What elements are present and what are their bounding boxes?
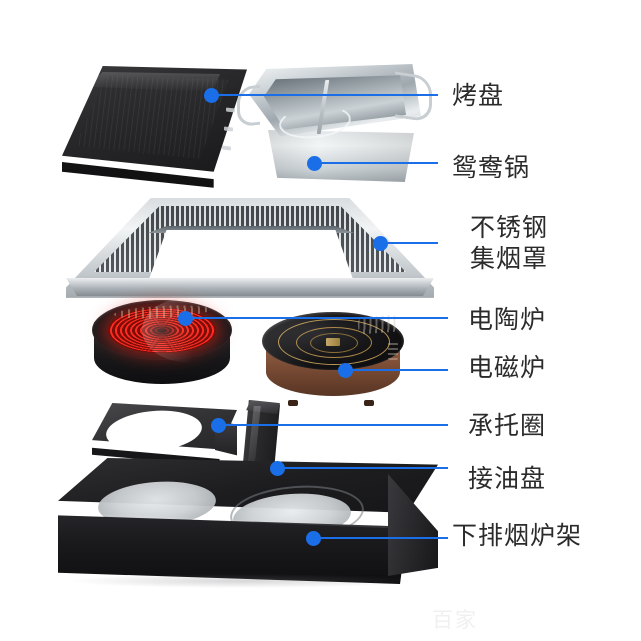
induction-gold-ring-outer: [278, 319, 390, 365]
induction-gold-ring-middle: [296, 327, 372, 358]
watermark: 百家: [432, 608, 478, 632]
callout-line-ceramic-cooker: [185, 317, 448, 319]
induction-gold-ring-inner: [310, 333, 358, 353]
hood-inner-top-edge: [148, 226, 354, 233]
hood-opening: [148, 230, 354, 282]
callout-line-drip-tray: [277, 467, 448, 469]
callout-line-support-ring: [218, 424, 448, 426]
induction-side-vent: [388, 342, 398, 360]
pot-body-shading: [268, 130, 414, 182]
induction-center-logo: [326, 338, 340, 346]
part-mandarin-pot: [237, 64, 432, 186]
callout-label-drip-tray: 接油盘: [468, 464, 547, 493]
grill-plate-slot: [226, 107, 235, 113]
callout-label-mandarin-pot: 鸳鸯锅: [452, 153, 531, 182]
part-ceramic-cooker: [92, 298, 232, 392]
grill-plate-highlight: [88, 72, 220, 92]
callout-line-mandarin-pot: [314, 162, 438, 164]
callout-label-grill-plate: 烤盘: [452, 81, 505, 110]
stove-frame-shadow: [72, 574, 412, 588]
induction-foot: [364, 400, 374, 406]
pot-handle-right: [395, 71, 432, 123]
induction-foot: [288, 400, 298, 406]
part-grill-plate: [62, 66, 247, 188]
grill-plate-slot: [222, 145, 231, 151]
callout-label-support-ring: 承托圈: [468, 411, 547, 440]
callout-label-induction-cooker: 电磁炉: [468, 353, 547, 382]
grill-plate-slot: [224, 126, 233, 132]
part-induction-cooker: [262, 312, 404, 406]
pot-handle-left: [237, 84, 260, 128]
callout-line-grill-plate: [211, 94, 438, 96]
callout-label-ceramic-cooker: 电陶炉: [468, 305, 547, 334]
callout-line-induction-cooker: [345, 369, 448, 371]
ceramic-heating-coil: [108, 308, 216, 353]
part-smoke-hood: [66, 198, 434, 302]
callout-label-stove-frame: 下排烟炉架: [452, 521, 583, 550]
induction-glass-reflection: [262, 312, 404, 370]
callout-line-stove-frame: [313, 537, 448, 539]
drip-tray-top: [246, 400, 280, 414]
hood-front-lip: [66, 278, 434, 296]
stove-frame-front-panel: [58, 515, 408, 584]
ceramic-cooker-sheen: [142, 298, 232, 362]
pot-body: [268, 130, 414, 182]
callout-label-smoke-hood: 不锈钢 集烟罩: [470, 213, 549, 273]
callout-line-smoke-hood: [380, 242, 438, 244]
part-stove-frame: [58, 458, 438, 588]
